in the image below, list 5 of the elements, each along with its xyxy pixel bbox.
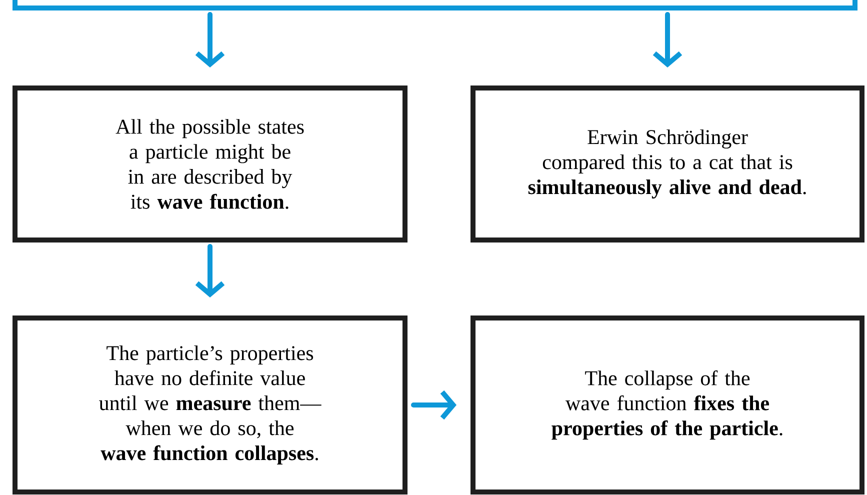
panel-box [12,0,858,10]
text-box: Erwin Schrödinger compared this to a cat that is simultaneously alive and dead. [470,86,864,242]
text-box: The collapse of the wave function fixes the properties of the particle. [470,316,864,494]
text-box: All the possible states a particle might be in are described by its wave function. [12,86,408,242]
text-box: The particle’s properties have no definite value until we measure them—when we do so, the wave function collapses. [12,316,408,494]
